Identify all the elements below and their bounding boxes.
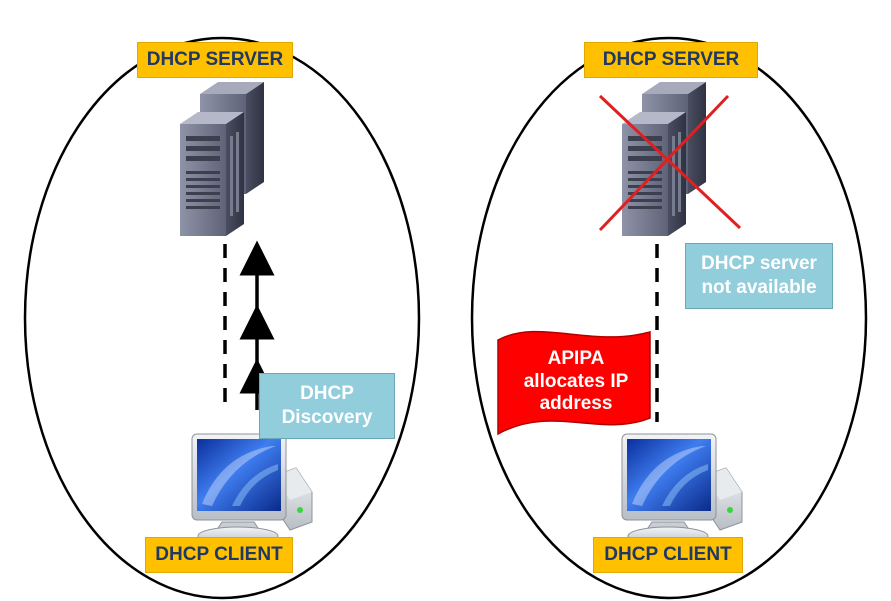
apipa-flag [497,330,651,436]
left-boundary-ellipse [23,36,421,600]
right-client-label: DHCP CLIENT [593,537,743,573]
left-discovery-label: DHCP Discovery [259,373,395,439]
right-server-tower-icon [622,82,706,236]
left-server-tower-icon [180,82,264,236]
right-desktop-computer-icon [621,433,743,546]
dhcp-unavailable-label: DHCP server not available [685,243,833,309]
left-desktop-computer-icon [191,433,313,546]
left-client-label: DHCP CLIENT [145,537,293,573]
red-cross-icon [598,94,742,232]
apipa-label: APIPA allocates IP address [523,347,629,415]
right-boundary-ellipse [470,36,868,600]
right-server-label: DHCP SERVER [584,42,758,78]
left-server-label: DHCP SERVER [137,42,293,78]
